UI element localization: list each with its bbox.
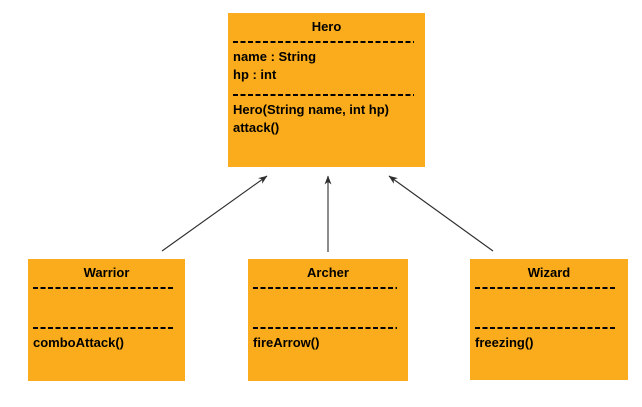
methods-section: fireArrow()	[253, 334, 404, 352]
inheritance-arrow-wizard-to-hero	[388, 175, 494, 252]
method: Hero(String name, int hp)	[233, 102, 389, 117]
class-name: Warrior	[83, 265, 130, 280]
section-divider	[233, 41, 414, 43]
method: fireArrow()	[253, 335, 320, 350]
class-name: Hero	[311, 19, 342, 34]
section-divider	[33, 327, 174, 329]
attribute: name : String	[233, 49, 317, 64]
section-divider	[253, 327, 397, 329]
section-divider	[33, 287, 174, 289]
class-box-hero: Hero name : String hp : int Hero(String …	[228, 13, 425, 167]
class-box-archer: Archer fireArrow()	[248, 259, 408, 381]
attribute: hp : int	[233, 67, 277, 82]
class-name: Archer	[307, 265, 349, 280]
section-divider	[475, 327, 617, 329]
attributes-section	[33, 294, 181, 327]
attributes-section	[475, 294, 624, 327]
method: freezing()	[475, 335, 534, 350]
attributes-section: name : String hp : int	[233, 48, 421, 84]
section-divider	[233, 94, 414, 96]
section-divider	[475, 287, 617, 289]
inheritance-arrow-warrior-to-hero	[161, 175, 268, 252]
methods-section: Hero(String name, int hp) attack()	[233, 101, 421, 137]
class-box-warrior: Warrior comboAttack()	[28, 259, 185, 381]
attributes-section	[253, 294, 404, 327]
class-name: Wizard	[527, 265, 571, 280]
section-divider	[253, 287, 397, 289]
class-box-wizard: Wizard freezing()	[470, 259, 628, 380]
method: attack()	[233, 120, 280, 135]
method: comboAttack()	[33, 335, 125, 350]
methods-section: freezing()	[475, 334, 624, 352]
methods-section: comboAttack()	[33, 334, 181, 352]
